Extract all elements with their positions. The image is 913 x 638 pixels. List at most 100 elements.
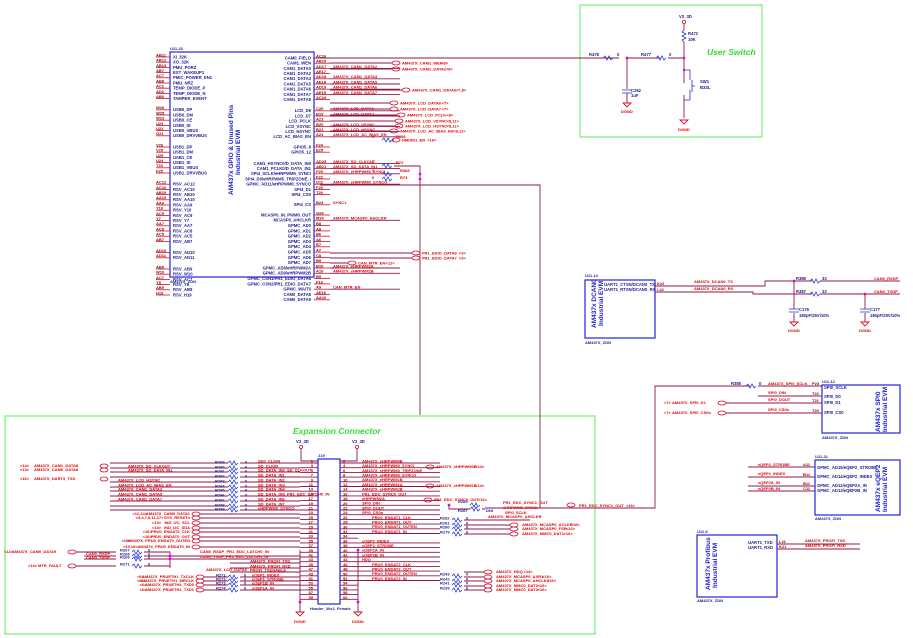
junction [168,554,172,558]
pin-number: AA16 [316,295,327,300]
net-label: PRU0_ENDAT1_IN [372,529,407,534]
resistor-icon [451,582,463,588]
net-label: AM437X_MCASP0_AHCLKR [333,216,387,221]
c262-value: 1uF [631,93,639,98]
net-label: SD0_CLKIN [258,458,280,463]
net-label: CAN_MTR_EN [333,285,360,290]
pin-name: CAM0_DATA9 [283,297,311,302]
resistor-value: 0 [245,488,248,493]
pin-number: AC7 [156,73,165,78]
net-label: CAN0_TXDP_PR1_EDC_LATCH1_IN [200,554,269,559]
j19-pin-number: 52 [343,576,348,581]
pin-number: AD11 [156,253,167,258]
offpage-connector-icon [99,463,109,469]
j19-pin-number: 30 [343,524,348,529]
dcan-subtitle: Industrial EVM [598,281,605,326]
pin-name: RSV_Y10 [173,208,192,213]
sheet-ref: <8> [441,60,449,65]
pin-number: AC16 [316,53,327,58]
pin-name: RSV_Y7 [173,218,190,223]
offpage-connector-icon [99,467,109,473]
j19-pin-number: 18 [343,496,348,501]
net-label: AM437X_LCD_AC_BIAS_EN [333,132,387,137]
resistor-icon [451,522,463,528]
profibus-wires [777,543,860,550]
j19-pin-number: 32 [343,529,348,534]
pin-number: Y10 [156,206,164,211]
resistor-ref: R242 [440,576,450,581]
eqep2-ref: U11-21 [815,454,829,459]
pin-name: XO_32K [173,60,189,65]
gnd-label-switch: DGND [678,127,690,132]
vcc-wires [300,449,358,462]
resistor-ref: R272 [216,576,226,581]
pin-name: PMU_PORZ [173,65,197,70]
resistor-value: 0 [148,554,151,559]
sheet-ref: <16> [538,587,548,592]
spi-pin-name: SPI0_CS0 [824,410,844,415]
j19-pin-number: 33 [309,534,314,539]
j19-pin-number: 43 [309,557,314,562]
offpage-label: AM437X_MCASP0_AHCLKX [496,578,550,583]
resistor-r386-icon [809,278,821,284]
spi0-subtitle: Industrial EVM [882,387,889,432]
resistor-ref: R267 [120,547,130,552]
net-label: AM437X_eHRPWM1A [362,482,403,487]
j19-pin-number: 9 [311,477,314,482]
dni-wire [448,505,485,510]
u11-gpio-body [169,51,315,278]
pin-number: B8 [316,221,322,226]
can-out-wires [144,551,300,568]
pin-name: RSV_AC12 [173,182,195,187]
pin-number: A9 [316,285,322,290]
sheet-ref: <8,11> [447,123,460,128]
pin-name: GPMC_CSN2/PR1_EDIO_DATA7 [247,281,311,286]
sheet-ref: <16> [564,531,574,536]
pin-number: Y8 [156,280,162,285]
pin-name: CAM1_DATA6 [283,87,311,92]
net-label: SD_CLKIN [258,463,278,468]
pin-name: RSV_AB9 [173,287,193,292]
expansion-title: Expansion Connector [293,426,382,436]
resistor-value: 0 [245,469,248,474]
eqep-pin-name: GPMC_AD12/eQEP2A_IN [817,483,867,488]
net-label: AM437X_SD_CLKOUT [128,463,171,468]
sheet-ref: <16> [143,534,153,539]
net-label: SD_DATA_IN5_PR1_EDC_LATCH0_IN [258,491,329,496]
j19-pin-number: 11 [309,482,314,487]
net-label: AM437X_LCD_HSYNC [333,127,375,132]
j19-pin-number: 10 [343,477,348,482]
resistor-icon [227,574,239,580]
net-label: SPI0_CS0n [362,510,384,515]
offpage-label: MTR_FAULT [38,563,62,568]
net-label: AM437X_CAM1_DATA5 [118,491,163,496]
offpage-label: AM437X_LCD_VSYNC [405,118,447,123]
pin-number: AA10 [156,195,167,200]
sheet-ref: <14> [475,483,485,488]
r74-ref: R74 [400,175,408,180]
resistor-ref: R280 [440,524,450,529]
resistor-value: 0 [245,507,248,512]
resistor-ref: R271 [120,561,130,566]
eqep2-body [814,459,901,516]
sheet-ref: <7> [664,400,672,405]
net-label: SD_DATA_IN3 [258,482,286,487]
offpage-connector-icon [394,118,404,124]
spi-pin-name: SPI0_D0 [824,394,841,399]
net-label: AM437X_eHRPWM0B [362,458,403,463]
eqep-pin-name: GPMC_AD15/eQEP2_STROBE [817,465,877,470]
dcan-title: AM437x DCAN0 [591,279,598,328]
pin-number: AE18 [316,79,327,84]
net-label: AM437X_eHRPWM2B [362,487,403,492]
eqep-pin-num: B11 [803,481,811,486]
r387-ref: R387 [796,289,807,294]
dcan-footer: AM437X_ZDN [585,340,611,345]
j19-pin-number: 24 [343,510,348,515]
net-label: eHRPWM2A [362,496,385,501]
pin-number: B19 [316,111,324,116]
sheet-ref: <7> [442,100,450,105]
pin-number: V26 [156,142,164,147]
net-label: AM437X_SD_DATA_IN1 [333,164,378,169]
spi0-sclk-net: AM437X_SPI0_SCLK [768,381,808,386]
net-label: PRU0_ENDAT2_CLK [372,562,411,567]
